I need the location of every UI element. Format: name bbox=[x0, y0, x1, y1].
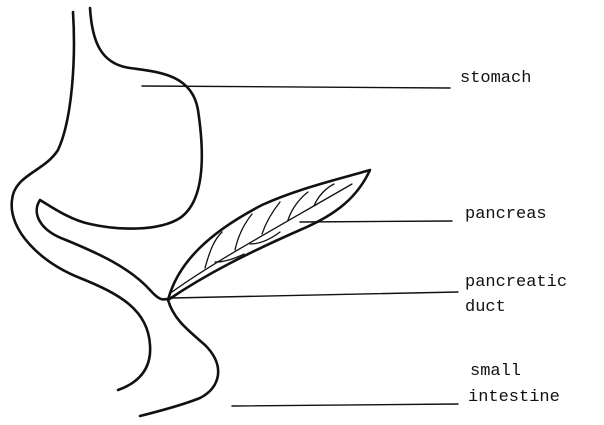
stomach-label: stomach bbox=[460, 68, 531, 89]
pancreas-label: pancreas bbox=[465, 204, 547, 225]
pancreas-leader bbox=[300, 221, 452, 222]
small-intestine-label-line1: small bbox=[470, 361, 521, 382]
small-intestine-label-line2: intestine bbox=[468, 387, 560, 408]
pancreatic-duct-leader bbox=[172, 292, 458, 298]
pancreas-vein-3 bbox=[262, 202, 280, 234]
pancreas-vein-5 bbox=[314, 184, 334, 206]
small-intestine-leader bbox=[232, 404, 458, 406]
pancreatic-duct-line bbox=[172, 184, 352, 292]
pancreatic-duct-label-line2: duct bbox=[465, 297, 506, 318]
pancreatic-duct-label-line1: pancreatic bbox=[465, 272, 567, 293]
stomach-inner-outline bbox=[37, 8, 218, 416]
pancreas-vein-4 bbox=[288, 192, 308, 220]
